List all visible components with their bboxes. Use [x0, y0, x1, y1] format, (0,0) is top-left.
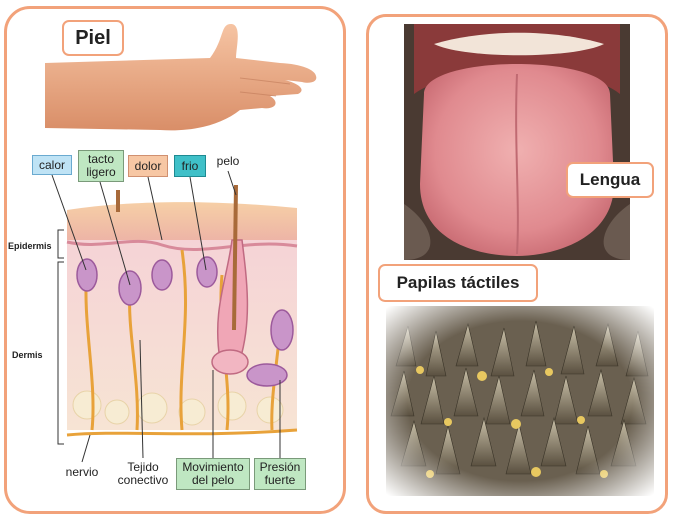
label-dolor: dolor — [128, 155, 168, 177]
papillae-label: Papilas táctiles — [378, 264, 538, 302]
arm-illustration — [45, 23, 317, 131]
label-nervio: nervio — [65, 464, 99, 479]
skin-cross-section — [66, 184, 298, 437]
leader-lines — [51, 170, 281, 463]
label-tejido-conectivo: Tejido conectivo — [117, 460, 169, 487]
label-presion-fuerte: Presión fuerte — [254, 458, 306, 490]
label-frio: frio — [174, 155, 206, 177]
label-pelo: pelo — [216, 153, 240, 168]
label-movimiento-del-pelo: Movimiento del pelo — [176, 458, 250, 490]
label-calor: calor — [32, 155, 72, 175]
layer-brackets — [57, 229, 64, 445]
tongue-photo — [404, 24, 630, 260]
tongue-label: Lengua — [566, 162, 654, 198]
epidermis-label: Epidermis — [8, 241, 52, 251]
label-tacto-ligero: tacto ligero — [78, 150, 124, 182]
skin-title: Piel — [62, 20, 124, 56]
dermis-label: Dermis — [12, 350, 43, 360]
papillae-micrograph — [386, 306, 654, 496]
